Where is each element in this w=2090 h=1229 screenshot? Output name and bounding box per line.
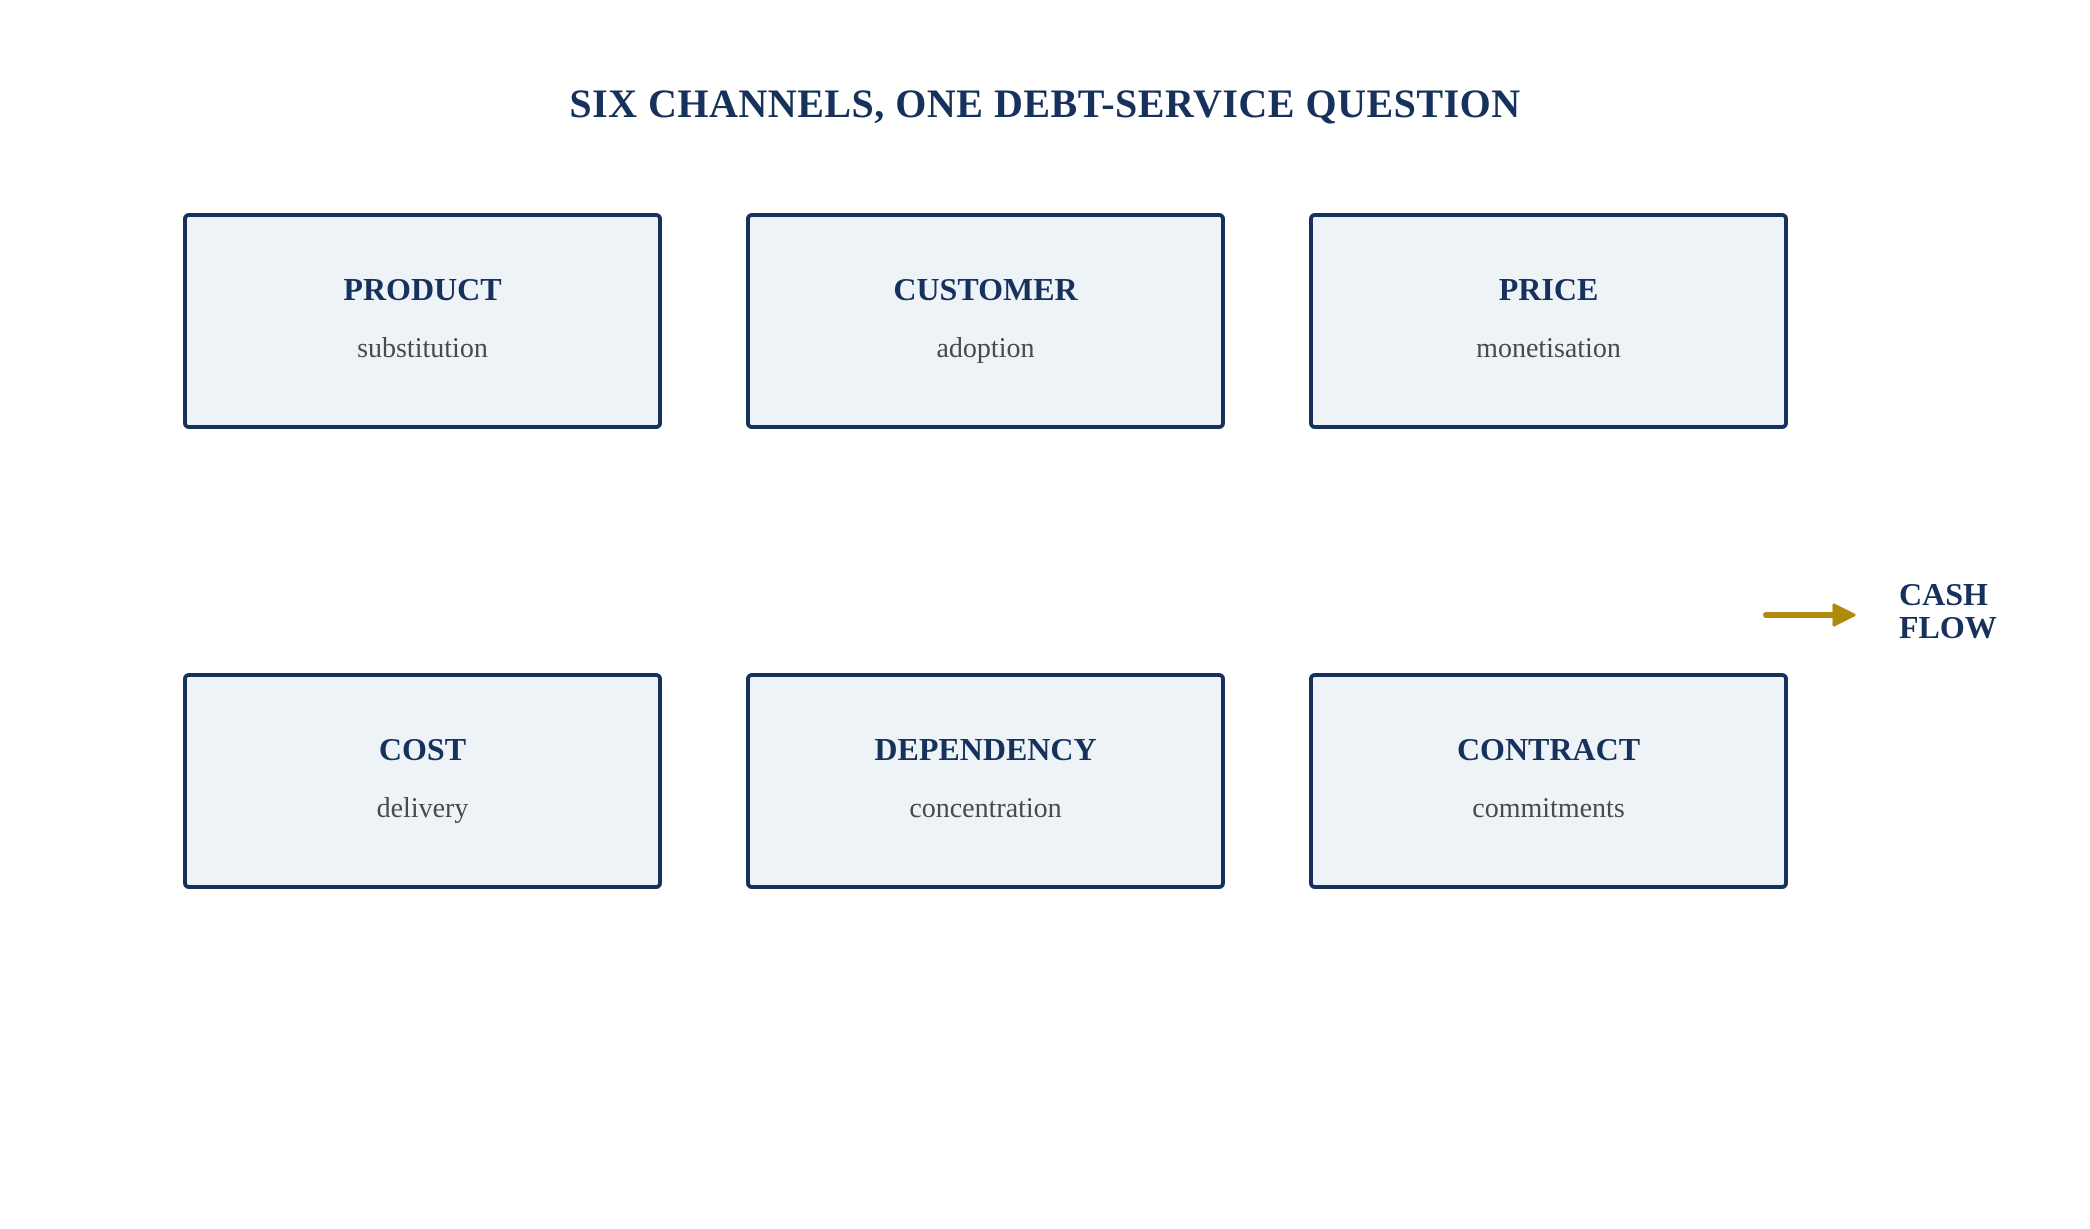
channel-subtitle: commitments bbox=[1472, 793, 1625, 824]
channel-box-cost: COST delivery bbox=[183, 673, 662, 889]
channel-box-customer: CUSTOMER adoption bbox=[746, 213, 1225, 429]
channel-subtitle: monetisation bbox=[1476, 333, 1621, 364]
channel-subtitle: concentration bbox=[909, 793, 1062, 824]
diagram-title: SIX CHANNELS, ONE DEBT-SERVICE QUESTION bbox=[569, 81, 1521, 126]
channel-name: PRICE bbox=[1498, 271, 1599, 307]
cash-flow-line-2: FLOW bbox=[1899, 609, 1997, 645]
channel-subtitle: substitution bbox=[357, 333, 488, 364]
cash-flow-label: CASH FLOW bbox=[1899, 578, 1997, 644]
channel-box-dependency: DEPENDENCY concentration bbox=[746, 673, 1225, 889]
channel-name: CONTRACT bbox=[1456, 731, 1641, 767]
channel-subtitle: adoption bbox=[936, 333, 1035, 364]
channel-subtitle: delivery bbox=[376, 793, 469, 824]
channel-name: COST bbox=[378, 731, 467, 767]
channel-name: DEPENDENCY bbox=[874, 731, 1097, 767]
channel-box-price: PRICE monetisation bbox=[1309, 213, 1788, 429]
cash-flow-line-1: CASH bbox=[1899, 576, 1988, 612]
channel-name: CUSTOMER bbox=[893, 271, 1078, 307]
arrow-right-icon bbox=[1763, 603, 1856, 627]
channel-box-product: PRODUCT substitution bbox=[183, 213, 662, 429]
channel-name: PRODUCT bbox=[343, 271, 502, 307]
channel-box-contract: CONTRACT commitments bbox=[1309, 673, 1788, 889]
